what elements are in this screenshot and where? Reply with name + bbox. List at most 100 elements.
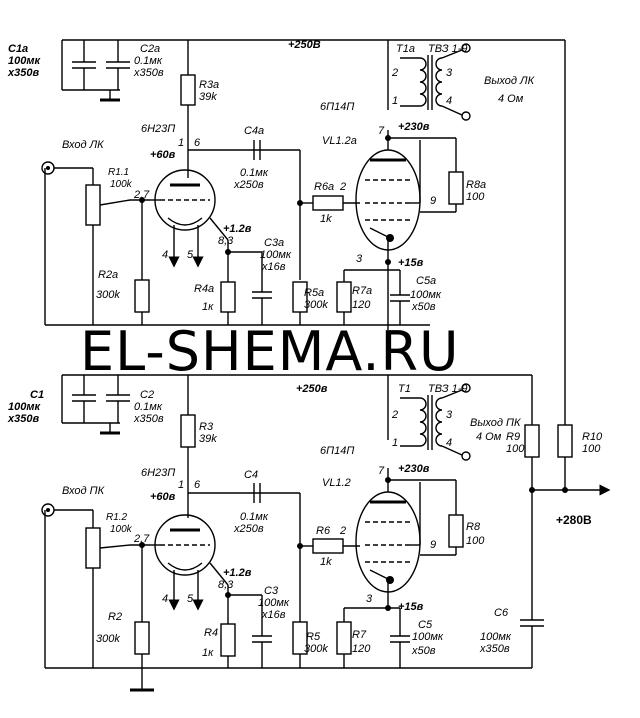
label-top-c4-v2: x250в <box>233 179 264 191</box>
label-top-r2-name: R2a <box>98 269 118 281</box>
label-shared-r10-val: 100 <box>582 443 601 455</box>
label-top-c4-name: C4a <box>244 125 264 137</box>
capacitor-c1a <box>72 40 96 90</box>
label-top-input: Вход ЛК <box>62 139 104 151</box>
label-bottom-r5-name: R5 <box>306 631 321 643</box>
label-pins-p27: 2,7 <box>133 533 150 545</box>
label-bottom-v12: +1.2в <box>223 567 252 579</box>
label-top-c2-v1: 0.1мк <box>134 55 163 67</box>
resistor-r4 <box>220 623 236 657</box>
channel-left <box>41 39 566 425</box>
label-bottom-c3-v1: 100мк <box>258 597 290 609</box>
label-pins-p9: 9 <box>430 195 436 207</box>
label-bottom-r1-name: R1.2 <box>106 512 128 523</box>
label-top-r5-val: 300k <box>304 299 328 311</box>
label-shared-c6-v1: 100мк <box>480 631 512 643</box>
label-bottom-c5-v1: 100мк <box>412 631 444 643</box>
label-top-r2-val: 300k <box>96 289 120 301</box>
label-bottom-c4-name: C4 <box>244 469 258 481</box>
label-top-r6-name: R6a <box>314 181 334 193</box>
label-bottom-tube1: 6Н23П <box>141 467 175 479</box>
label-pins-p6: 6 <box>194 137 201 149</box>
label-bottom-t-name: T1 <box>398 383 411 395</box>
label-pins-p1: 1 <box>178 137 184 149</box>
label-bottom-r8-val: 100 <box>466 535 485 547</box>
label-pins-p3: 3 <box>446 409 453 421</box>
label-bottom-c2-v1: 0.1мк <box>134 401 163 413</box>
label-pins-p7: 7 <box>378 125 385 137</box>
label-bottom-tube2: 6П14П <box>320 445 354 457</box>
watermark: EL-SHEMA.RU <box>80 320 460 383</box>
label-top-r1-name: R1.1 <box>108 167 129 178</box>
output-terminal-left-1 <box>461 43 471 53</box>
label-bottom-input: Вход ПК <box>62 485 105 497</box>
label-bottom-c4-v1: 0.1мк <box>240 511 269 523</box>
label-shared-r9-val: 100 <box>506 443 525 455</box>
label-bottom-c2-name: C2 <box>140 389 154 401</box>
label-bottom-output-l1: Выход ПК <box>470 417 521 429</box>
label-bottom-c4-v2: x250в <box>233 523 264 535</box>
label-bottom-r3-name: R3 <box>199 421 214 433</box>
label-bottom-v230: +230в <box>398 463 430 475</box>
label-pins-p4: 4 <box>446 437 452 449</box>
label-top-output-l1: Выход ЛК <box>484 75 535 87</box>
resistor-r8a <box>448 171 464 205</box>
label-bottom-vl: VL1.2 <box>322 477 351 489</box>
label-bottom-r6-val: 1k <box>320 556 332 568</box>
label-pins-p2: 2 <box>391 409 398 421</box>
label-top-c1-name: C1a <box>8 43 28 55</box>
label-top-v60: +60в <box>150 149 176 161</box>
resistor-r7a <box>336 281 352 313</box>
label-pins-p5: 5 <box>187 593 194 605</box>
label-supply-top: +250В <box>288 39 321 51</box>
label-pins-p83: 8,3 <box>218 235 234 247</box>
label-top-tube2: 6П14П <box>320 101 354 113</box>
label-bottom-r5-val: 300k <box>304 643 328 655</box>
label-top-c3-name: C3a <box>264 237 284 249</box>
resistor-r9 <box>524 424 540 458</box>
label-pins-p3: 3 <box>356 253 363 265</box>
label-bottom-r1-val: 100k <box>110 524 133 535</box>
label-pins-p1: 1 <box>392 437 398 449</box>
label-top-r4-name: R4a <box>194 283 214 295</box>
label-top-r8-name: R8a <box>466 179 486 191</box>
label-pins-p4: 4 <box>162 249 168 261</box>
label-bottom-r3-val: 39k <box>199 433 217 445</box>
output-terminal-right-1 <box>461 383 471 393</box>
label-bottom-r2-val: 300k <box>96 633 120 645</box>
label-top-r6-val: 1k <box>320 213 332 225</box>
label-top-r3-name: R3a <box>199 79 219 91</box>
label-bottom-r6-name: R6 <box>316 525 331 537</box>
label-top-output-l2: 4 Ом <box>498 93 524 105</box>
label-bottom-t-model: ТВЗ 1-9 <box>428 383 468 395</box>
resistor-r8 <box>448 514 464 548</box>
label-top-v230: +230в <box>398 121 430 133</box>
label-bottom-r8-name: R8 <box>466 521 481 533</box>
resistor-r2 <box>134 621 150 655</box>
label-top-r1-val: 100k <box>110 179 133 190</box>
resistor-r10 <box>557 424 573 458</box>
label-bottom-c2-v2: x350в <box>133 413 164 425</box>
label-bottom-c5-v2: x50в <box>411 645 436 657</box>
label-bottom-c5-name: C5 <box>418 619 433 631</box>
label-top-r7-val: 120 <box>352 299 371 311</box>
label-top-c1-v1: 100мк <box>8 55 41 67</box>
resistor-r6 <box>312 538 344 554</box>
label-bottom-r2-name: R2 <box>108 611 122 623</box>
resistor-r6a <box>312 195 344 211</box>
label-shared-r9-name: R9 <box>506 431 520 443</box>
label-supply-main: +280В <box>556 513 592 527</box>
label-pins-p2: 2 <box>339 181 346 193</box>
label-pins-p7: 7 <box>378 465 385 477</box>
label-top-c2-v2: x350в <box>133 67 164 79</box>
output-terminal-left-2 <box>461 111 471 121</box>
label-pins-p4: 4 <box>446 95 452 107</box>
label-top-t-model: ТВЗ 1-9 <box>428 43 468 55</box>
resistor-r1-2 <box>85 527 101 569</box>
label-bottom-v15: +15в <box>398 601 424 613</box>
resistor-r4a <box>220 281 236 313</box>
label-pins-p4: 4 <box>162 593 168 605</box>
resistor-r2a <box>134 279 150 313</box>
